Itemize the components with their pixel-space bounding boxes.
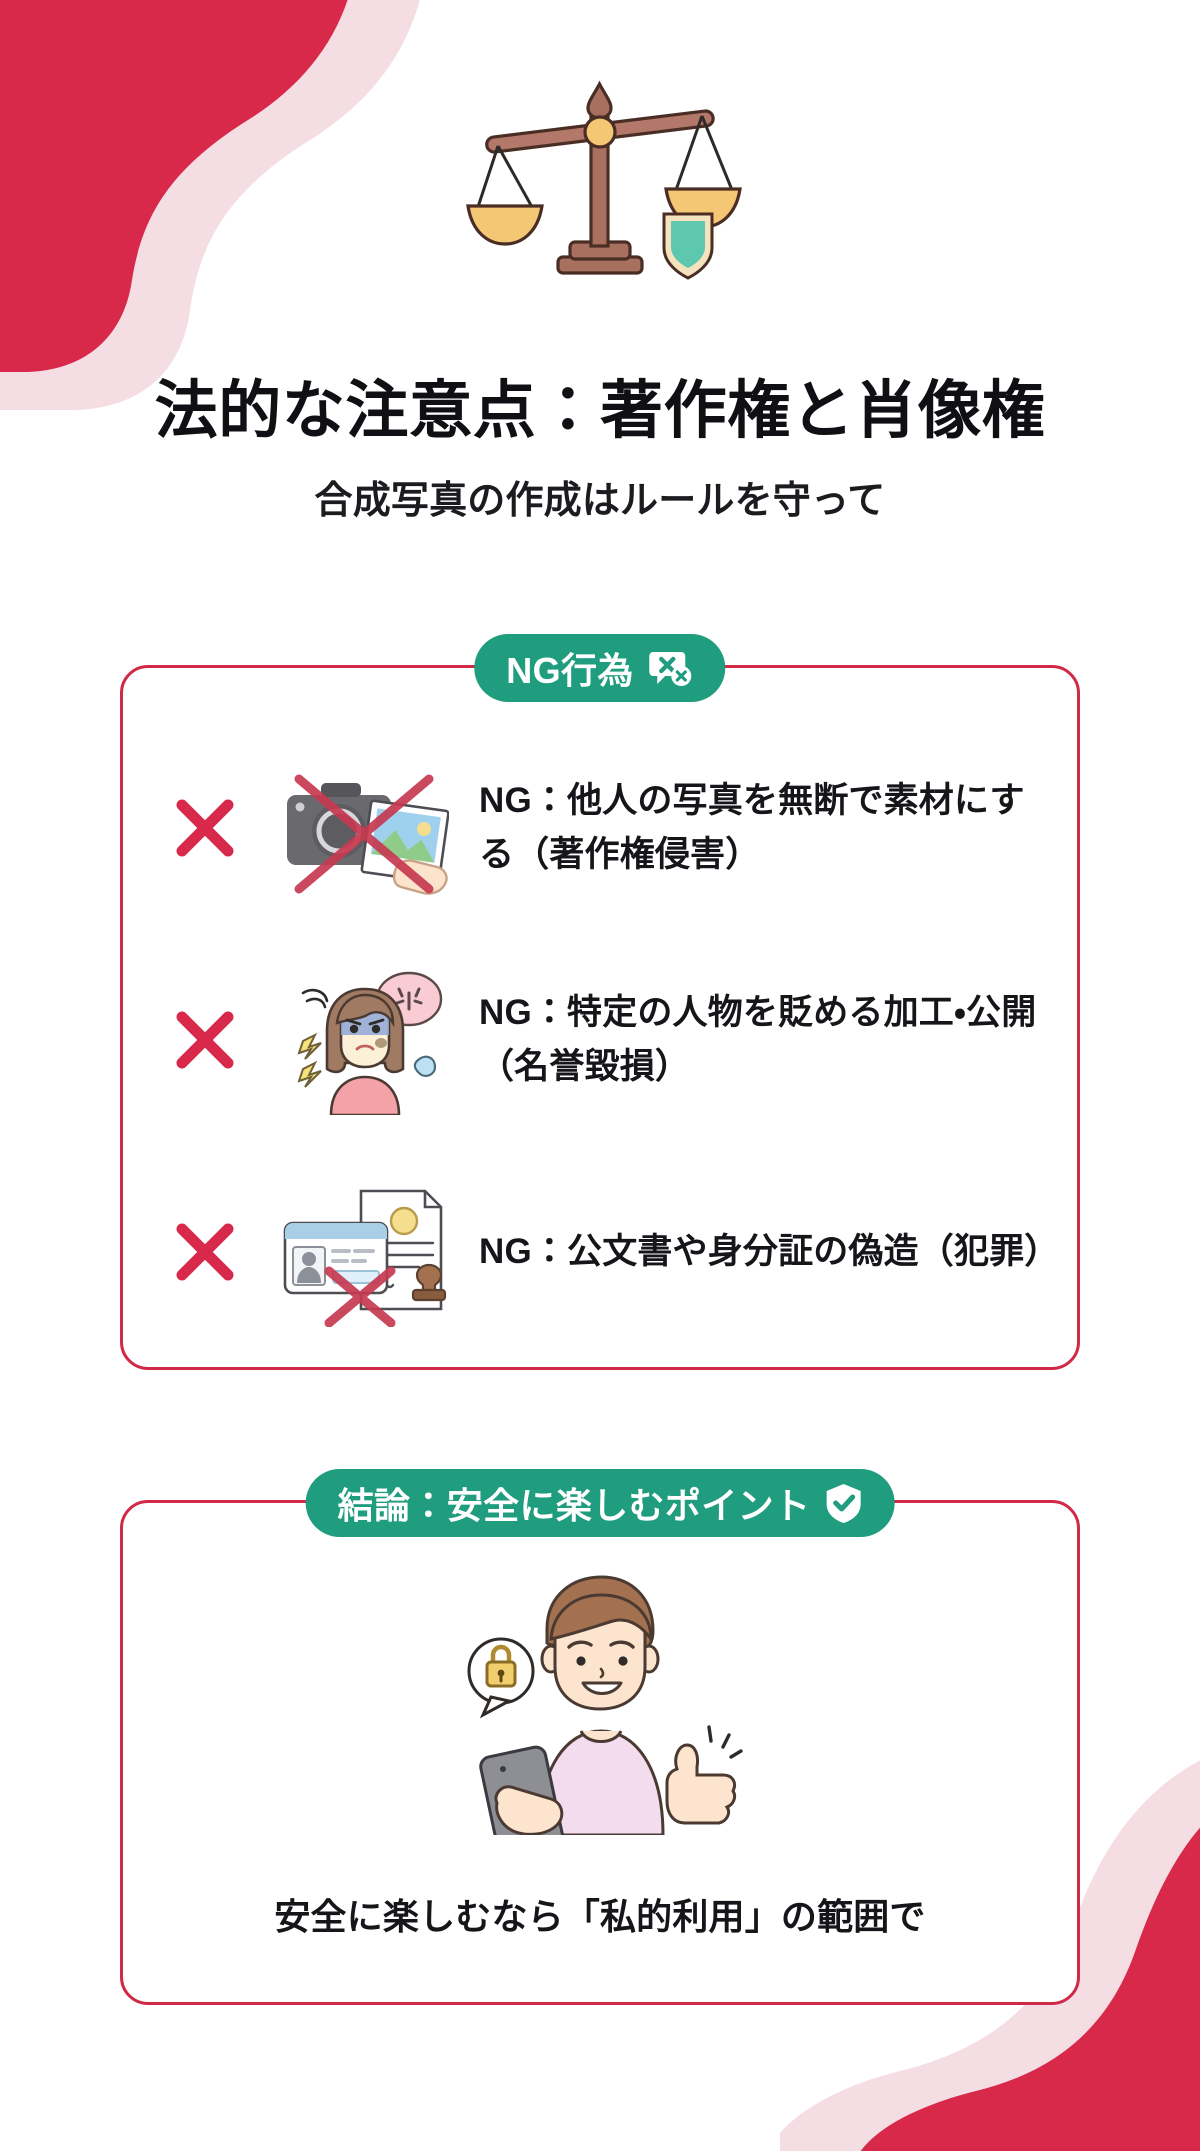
shield-check-icon: [824, 1482, 862, 1524]
safe-caption: 安全に楽しむなら「私的利用」の範囲で: [274, 1896, 926, 1937]
safe-badge: 結論：安全に楽しむポイント: [305, 1469, 895, 1537]
page-subtitle: 合成写真の作成はルールを守って: [314, 479, 886, 522]
red-cross-mark-icon: [149, 1217, 261, 1287]
red-cross-mark-icon: [149, 793, 261, 863]
hero-illustration: [0, 72, 1200, 287]
ng-item: NG：特定の人物を貶める加工・公開（名誉毀損）: [149, 942, 1051, 1138]
ng-item: NG：他人の写真を無断で素材にする（著作権侵害）: [149, 730, 1051, 926]
man-with-phone-thumbs-up-illustration: [467, 1575, 743, 1861]
balance-scales-icon: [466, 80, 742, 280]
ng-badge-label: NG行為: [506, 650, 634, 691]
shield-icon: [662, 212, 714, 280]
ng-item-list: NG：他人の写真を無断で素材にする（著作権侵害）: [123, 730, 1077, 1350]
safe-card: 結論：安全に楽しむポイント: [120, 1469, 1080, 2005]
page-title: 法的な注意点：著作権と肖像権: [154, 376, 1046, 446]
ng-item-text: NG：特定の人物を貶める加工・公開（名誉毀損）: [479, 993, 1037, 1086]
ng-item-text: NG：他人の写真を無断で素材にする（著作権侵害）: [479, 781, 1025, 874]
camera-photo-illustration: [261, 753, 457, 903]
ng-badge: NG行為: [474, 634, 726, 702]
ng-card: NG行為: [120, 634, 1080, 1370]
id-document-illustration: [261, 1177, 457, 1327]
title-block: 法的な注意点：著作権と肖像権 合成写真の作成はルールを守って: [0, 376, 1200, 524]
safe-illustration: [123, 1555, 1077, 1861]
ng-item: NG：公文書や身分証の偽造（犯罪）: [149, 1154, 1060, 1350]
ng-item-text: NG：公文書や身分証の偽造（犯罪）: [479, 1232, 1060, 1272]
upset-woman-illustration: [261, 965, 457, 1115]
speech-bubble-x-icon: [648, 648, 694, 688]
safe-badge-label: 結論：安全に楽しむポイント: [337, 1485, 811, 1526]
red-cross-mark-icon: [149, 1005, 261, 1075]
